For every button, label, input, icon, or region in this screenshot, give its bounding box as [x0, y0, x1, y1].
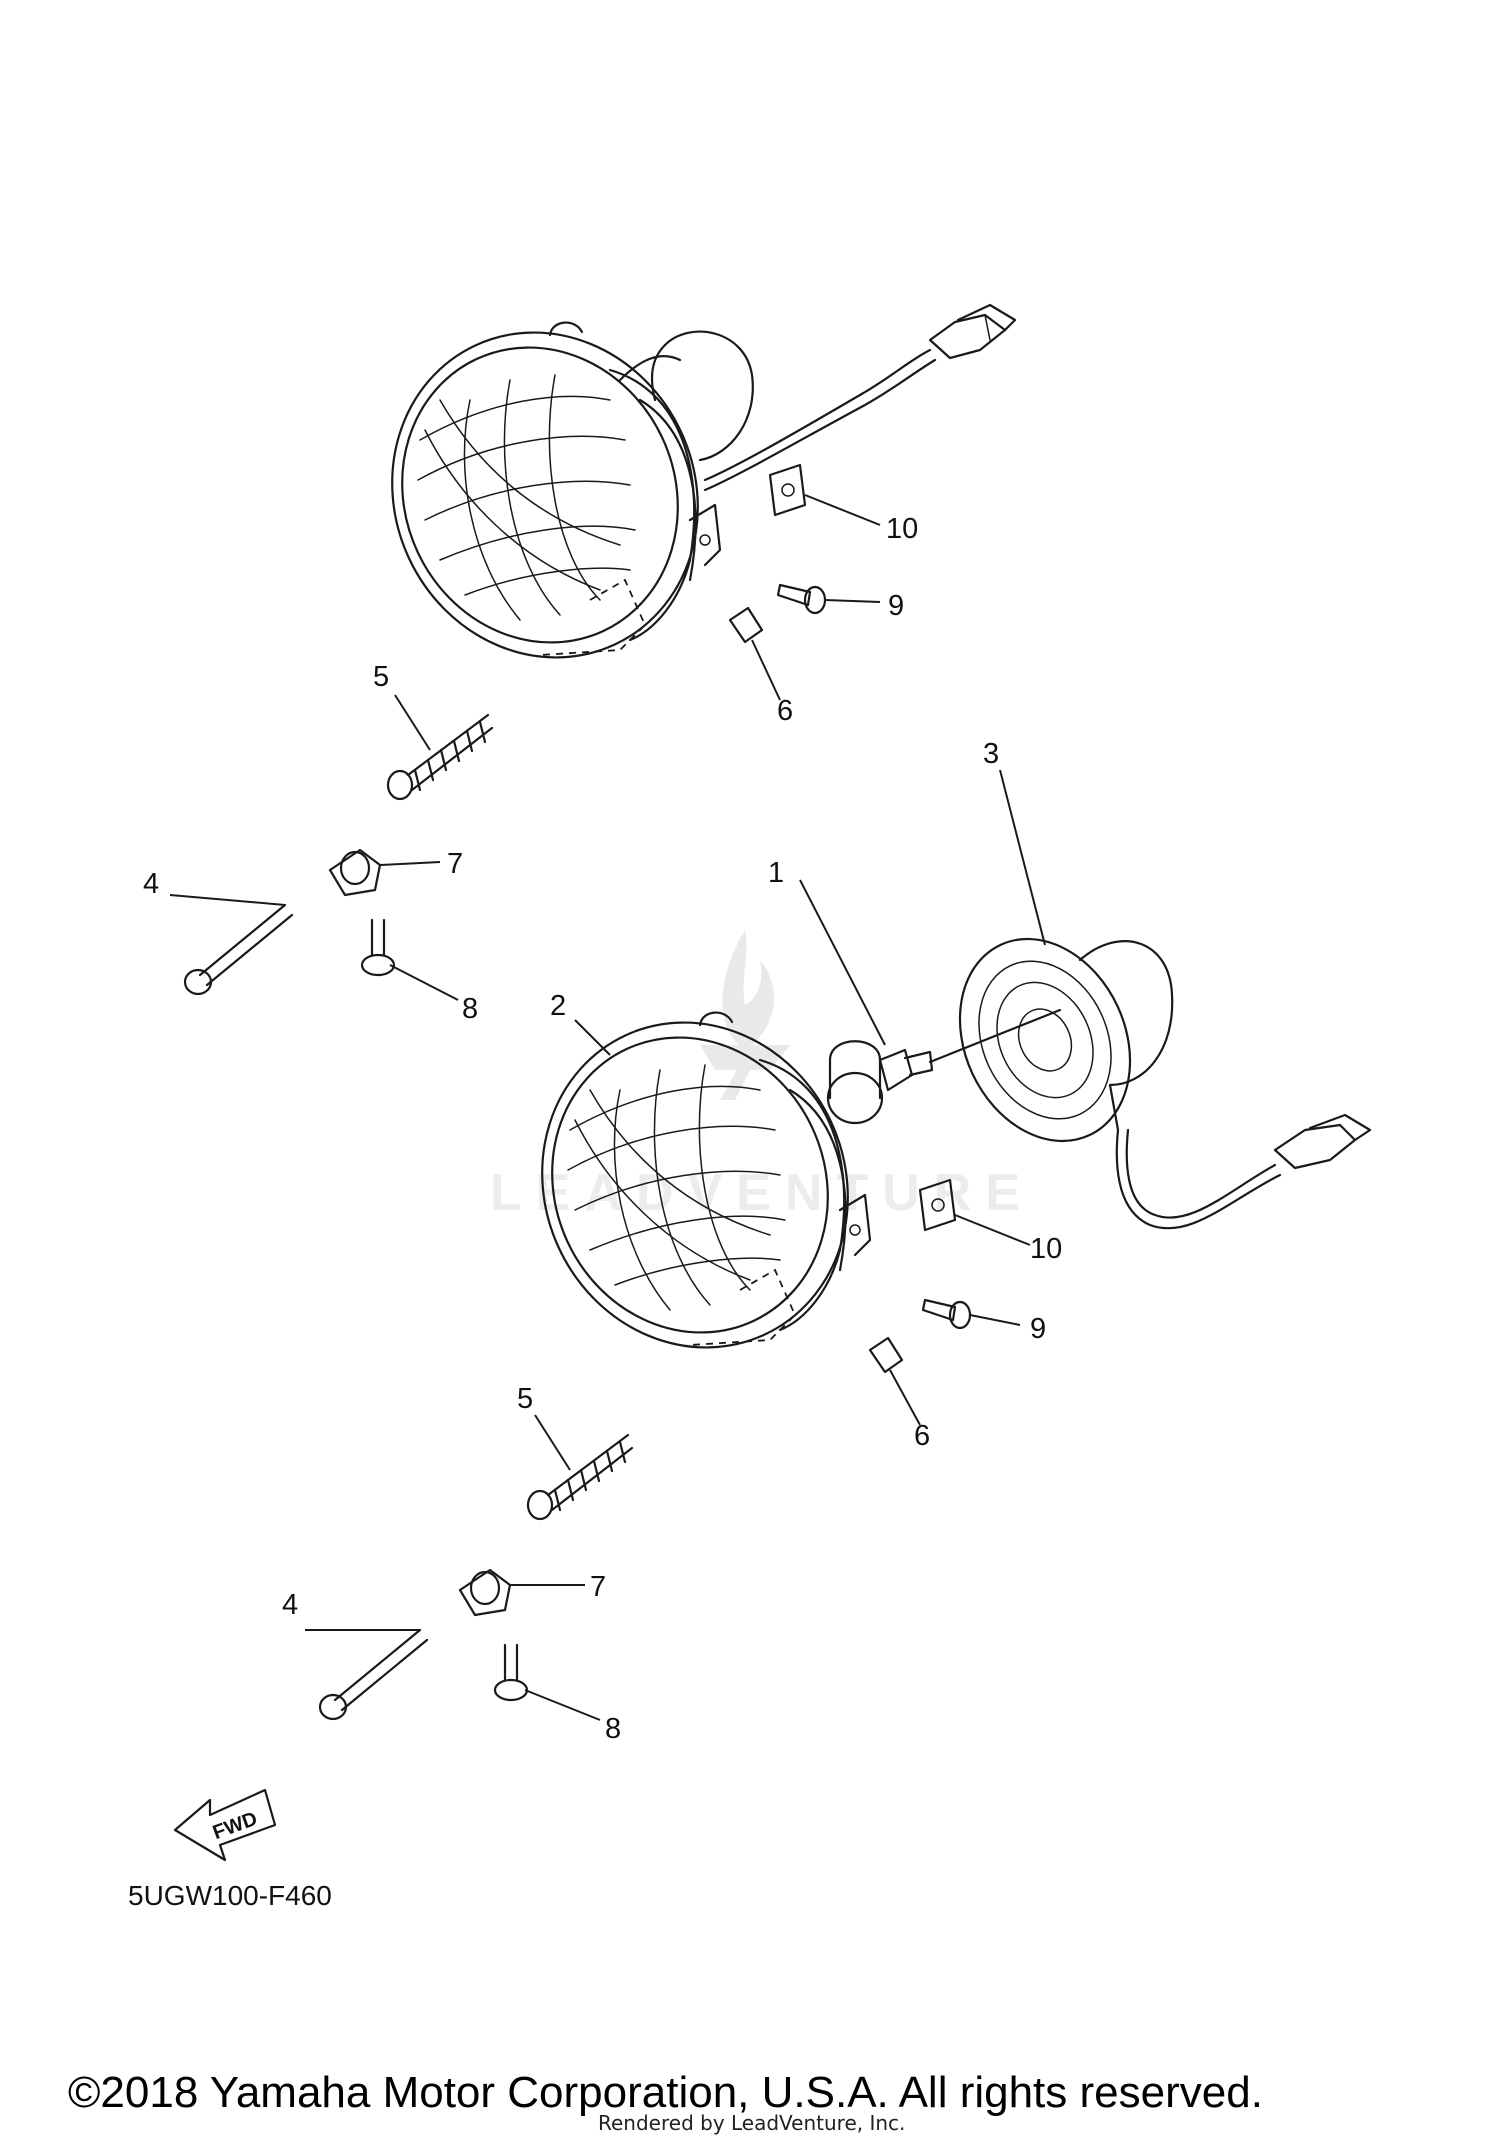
callout-4-lower: 4: [282, 1589, 298, 1621]
callout-6-lower: 6: [914, 1420, 930, 1452]
callout-10-lower: 10: [1030, 1233, 1062, 1265]
diagram-code: 5UGW100-F460: [128, 1880, 332, 1911]
callout-1: 1: [768, 857, 784, 889]
callout-10-upper: 10: [886, 513, 918, 545]
callout-7-upper: 7: [447, 848, 463, 880]
rendered-by-notice: Rendered by LeadVenture, Inc.: [598, 2111, 905, 2135]
bulb-and-socket: [826, 937, 1372, 1230]
leader-lines: [169, 494, 1046, 1721]
callout-3: 3: [983, 738, 999, 770]
copyright-notice: ©2018 Yamaha Motor Corporation, U.S.A. A…: [68, 2068, 1263, 2117]
callout-8-upper: 8: [462, 993, 478, 1025]
callout-8-lower: 8: [605, 1713, 621, 1745]
lower-headlight-assembly: [318, 1011, 972, 1721]
callout-2: 2: [550, 990, 566, 1022]
callout-4-upper: 4: [143, 868, 159, 900]
watermark-text: LEADVENTURE: [490, 1164, 1034, 1222]
callout-6-upper: 6: [777, 695, 793, 727]
callout-9-upper: 9: [888, 590, 904, 622]
leadventure-watermark: LEADVENTURE: [490, 930, 1034, 1222]
callout-5-lower: 5: [517, 1383, 533, 1415]
upper-headlight-assembly: [183, 303, 1017, 996]
fwd-arrow-icon: FWD: [173, 1788, 277, 1862]
callout-5-upper: 5: [373, 661, 389, 693]
callout-7-lower: 7: [590, 1571, 606, 1603]
callout-9-lower: 9: [1030, 1313, 1046, 1345]
callout-labels: 1 2 3 4 4 5 5 6 6 7 7 8 8 9 9 10 10: [143, 513, 1062, 1745]
